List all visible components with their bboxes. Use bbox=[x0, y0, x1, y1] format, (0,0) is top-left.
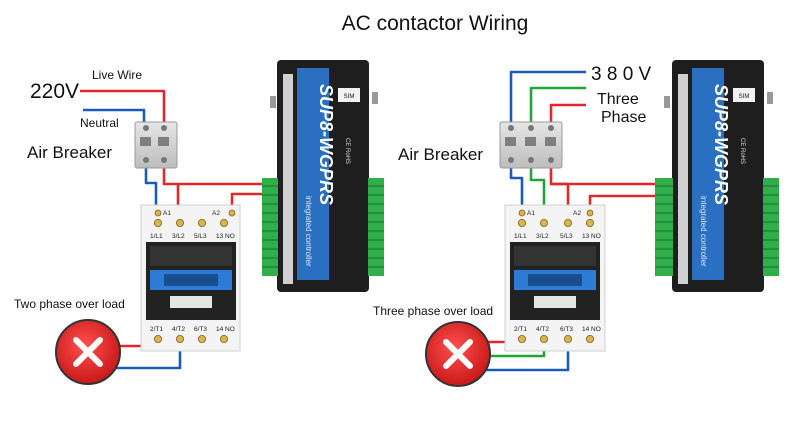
right-voltage-label: 3 8 0 V bbox=[591, 64, 652, 85]
left-term-6t3: 6/T3 bbox=[194, 326, 207, 333]
right-contactor: A1 A2 1/L1 3/L2 5/L3 13 NO 2/T1 4/T2 6/T… bbox=[504, 204, 606, 352]
right-term-13no: 13 NO bbox=[582, 233, 601, 240]
right-phase1-wire bbox=[509, 70, 586, 124]
right-controller-subtitle: integrated controller bbox=[699, 196, 708, 267]
left-term-3l2: 3/L2 bbox=[172, 233, 185, 240]
left-controller-model: SUP8-WGPRS bbox=[316, 84, 336, 205]
right-term-3l2: 3/L2 bbox=[536, 233, 549, 240]
right-phase-line1: Three bbox=[597, 91, 639, 108]
right-term-a1: A1 bbox=[527, 210, 535, 217]
left-voltage-label: 220V bbox=[30, 80, 79, 103]
left-controller: SIM SUP8-WGPRS integrated controller CE … bbox=[262, 60, 384, 292]
left-neutral-label: Neutral bbox=[80, 116, 119, 130]
right-term-5l3: 5/L3 bbox=[560, 233, 573, 240]
left-term-5l3: 5/L3 bbox=[194, 233, 207, 240]
right-bottom-terminals bbox=[518, 334, 595, 343]
right-controller-cert: CE RoHS bbox=[739, 138, 745, 164]
right-term-1l1: 1/L1 bbox=[514, 233, 527, 240]
right-term-4t2: 4/T2 bbox=[536, 326, 549, 333]
left-term-a2: A2 bbox=[212, 210, 220, 217]
left-term-13no: 13 NO bbox=[216, 233, 235, 240]
left-live-wire-label: Live Wire bbox=[92, 68, 142, 82]
left-term-a1: A1 bbox=[163, 210, 171, 217]
left-wiring: 220V Live Wire Neutral Air Breaker Two p… bbox=[14, 60, 384, 385]
right-air-breaker bbox=[499, 121, 563, 169]
right-breaker-l1-down bbox=[509, 165, 524, 214]
left-breaker-live-down bbox=[162, 167, 180, 214]
right-breaker-l2-down bbox=[529, 165, 546, 214]
left-bottom-terminals bbox=[153, 334, 228, 343]
right-term-6t3: 6/T3 bbox=[560, 326, 573, 333]
right-air-breaker-label: Air Breaker bbox=[398, 145, 483, 164]
left-term-14no: 14 NO bbox=[216, 326, 235, 333]
left-live-wire bbox=[80, 89, 166, 124]
left-controller-cert: CE RoHS bbox=[344, 138, 350, 164]
right-phase3-wire bbox=[549, 103, 586, 124]
right-phase-line2: Phase bbox=[601, 109, 646, 126]
left-breaker-neutral-down bbox=[144, 167, 158, 214]
right-top-terminals bbox=[518, 209, 595, 227]
right-wiring: 3 8 0 V Three Phase Air Breaker Three ph… bbox=[373, 60, 779, 387]
right-controller-sim: SIM bbox=[739, 94, 750, 100]
right-overload-x-icon bbox=[425, 321, 491, 387]
right-term-14no: 14 NO bbox=[582, 326, 601, 333]
left-term-2t1: 2/T1 bbox=[150, 326, 163, 333]
right-term-a2: A2 bbox=[573, 210, 581, 217]
left-neutral-wire bbox=[83, 108, 146, 124]
left-term-4t2: 4/T2 bbox=[172, 326, 185, 333]
right-phase2-wire bbox=[529, 86, 586, 124]
left-term-1l1: 1/L1 bbox=[150, 233, 163, 240]
right-term-2t1: 2/T1 bbox=[514, 326, 527, 333]
left-top-terminals bbox=[153, 209, 236, 227]
left-controller-subtitle: integrated controller bbox=[304, 196, 313, 267]
left-air-breaker-label: Air Breaker bbox=[27, 143, 112, 162]
left-controller-sim: SIM bbox=[344, 94, 355, 100]
diagram-title: AC contactor Wiring bbox=[342, 12, 529, 35]
left-overload-label: Two phase over load bbox=[14, 297, 125, 311]
left-contactor: A1 A2 1/L1 3/L2 5/L3 13 NO 2/T1 4/T2 6/T… bbox=[140, 204, 241, 352]
right-controller: SIM SUP8-WGPRS integrated controller CE … bbox=[655, 60, 779, 292]
left-air-breaker bbox=[134, 121, 178, 169]
left-overload-x-icon bbox=[55, 319, 121, 385]
right-overload-label: Three phase over load bbox=[373, 304, 493, 318]
right-controller-model: SUP8-WGPRS bbox=[711, 84, 731, 205]
